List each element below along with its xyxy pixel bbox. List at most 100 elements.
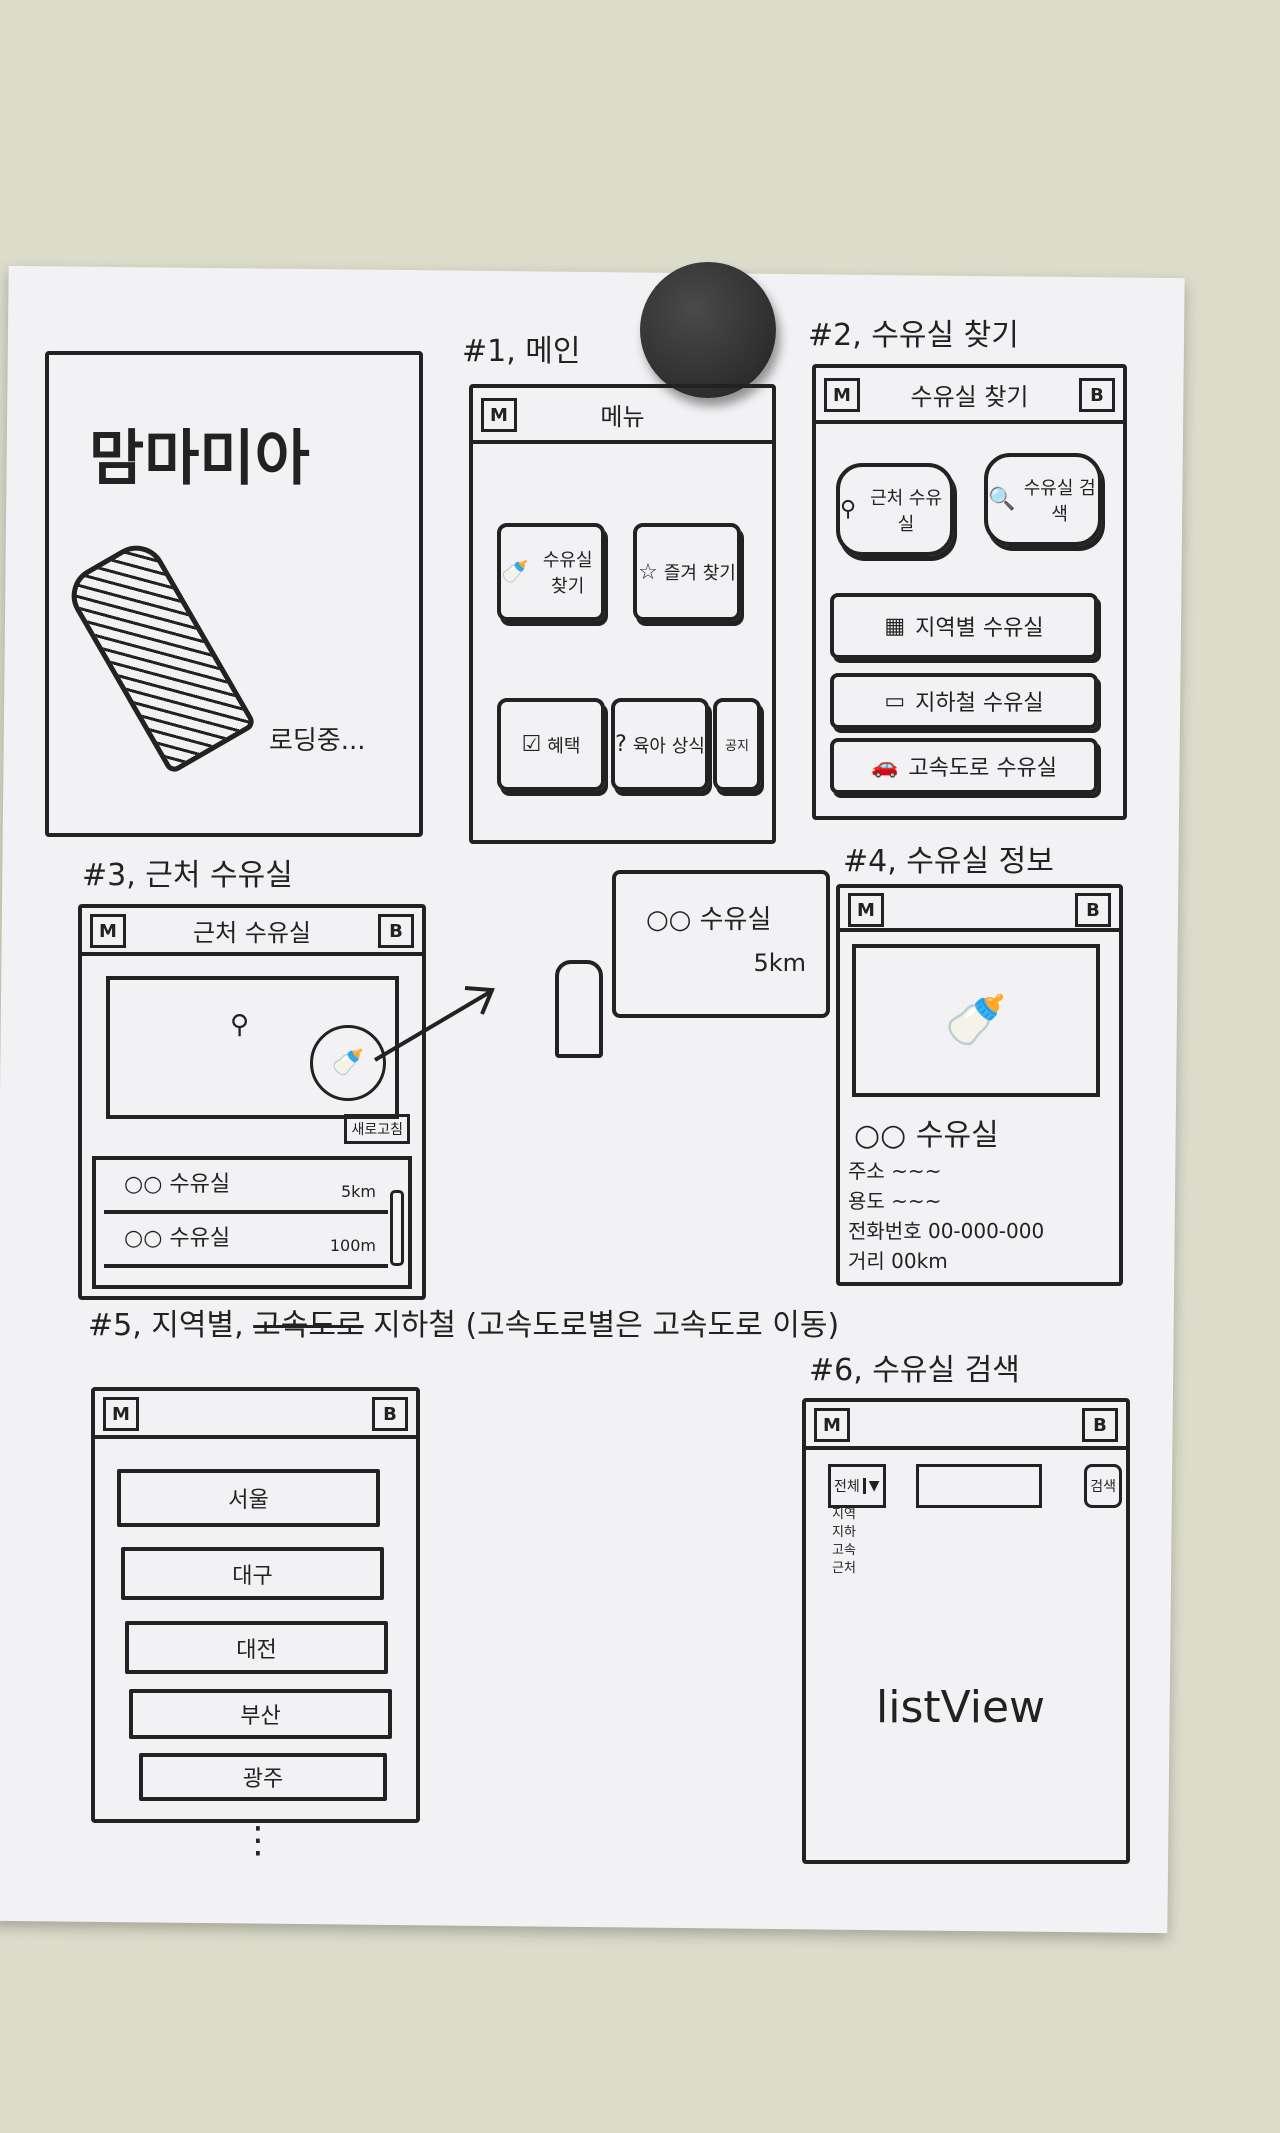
region-item-daejeon[interactable]: 대전 bbox=[125, 1621, 388, 1674]
screen3-label: #3, 근처 수유실 bbox=[82, 858, 293, 893]
gift-icon: ☑ bbox=[521, 732, 542, 757]
menu-button[interactable]: M bbox=[481, 398, 517, 432]
list-item[interactable]: ○○ 수유실 5km bbox=[104, 1160, 388, 1214]
main-screen: M 메뉴 🍼 수유실 찾기 ☆즐겨 찾기 ☑혜택 ?육아 상식 공지 bbox=[469, 384, 776, 844]
tile-notice[interactable]: 공지 bbox=[713, 698, 761, 791]
nearby-screen: M 근처 수유실 B ⚲ 🍼 새로고침 ○○ 수유실 5km ○○ 수유실 10… bbox=[78, 904, 426, 1300]
find-room-screen: M 수유실 찾기 B ⚲근처 수유실 🔍 수유실 검색 ▦ 지역별 수유실 ▭지하철… bbox=[812, 364, 1127, 820]
scrollbar[interactable] bbox=[390, 1190, 404, 1266]
callout-name: ○○ 수유실 bbox=[646, 905, 772, 935]
category-dropdown[interactable]: 전체 ▼ bbox=[828, 1464, 886, 1508]
app-logo: 맘마미아 bbox=[89, 424, 310, 494]
refresh-button[interactable]: 새로고침 bbox=[344, 1114, 410, 1144]
callout-distance: 5km bbox=[753, 949, 806, 977]
screen4-label: #4, 수유실 정보 bbox=[843, 844, 1054, 879]
back-button[interactable]: B bbox=[1075, 893, 1111, 927]
header: M 메뉴 bbox=[473, 388, 772, 444]
nearby-button[interactable]: ⚲근처 수유실 bbox=[836, 463, 954, 556]
back-button[interactable]: B bbox=[1079, 378, 1115, 412]
header-title: 수유실 찾기 bbox=[910, 382, 1029, 411]
arrow bbox=[373, 986, 495, 1062]
header: M 수유실 찾기 B bbox=[816, 368, 1123, 424]
header: M B bbox=[840, 888, 1119, 932]
highway-button[interactable]: 🚗 고속도로 수유실 bbox=[830, 738, 1098, 794]
dropdown-option[interactable]: 근처 bbox=[832, 1561, 856, 1576]
search-submit-button[interactable]: 검색 bbox=[1084, 1464, 1122, 1508]
dropdown-option[interactable]: 지하 bbox=[832, 1525, 856, 1540]
subway-icon: ▭ bbox=[884, 688, 906, 714]
room-fields: 주소 ~~~ 용도 ~~~ 전화번호 00-000-000 거리 00km bbox=[848, 1156, 1044, 1276]
region-item-busan[interactable]: 부산 bbox=[129, 1689, 392, 1739]
field-purpose: 용도 ~~~ bbox=[848, 1189, 942, 1213]
screen5-label: #5, 지역별, 고속도로 지하철 (고속도로별은 고속도로 이동) bbox=[88, 1308, 840, 1343]
header-title: 메뉴 bbox=[600, 402, 645, 431]
nursing-room-marker[interactable]: 🍼 bbox=[310, 1025, 386, 1101]
button-label: 고속도로 수유실 bbox=[908, 756, 1058, 781]
menu-button[interactable]: M bbox=[848, 893, 884, 927]
search-screen: M B 전체 ▼ 검색 지역 지하 고속 근처 listView bbox=[802, 1398, 1130, 1864]
item-distance: 5km bbox=[340, 1182, 376, 1201]
menu-button[interactable]: M bbox=[90, 914, 126, 948]
room-name: ○○ 수유실 bbox=[854, 1118, 999, 1153]
item-distance: 100m bbox=[329, 1236, 376, 1255]
field-phone: 전화번호 00-000-000 bbox=[848, 1219, 1045, 1243]
menu-button[interactable]: M bbox=[103, 1397, 139, 1431]
field-distance: 거리 00km bbox=[848, 1249, 948, 1273]
tile-label: 혜택 bbox=[547, 735, 581, 757]
screen6-label: #6, 수유실 검색 bbox=[809, 1353, 1020, 1388]
region-item-gwangju[interactable]: 광주 bbox=[139, 1753, 387, 1801]
button-label: 근처 수유실 bbox=[870, 487, 943, 535]
item-name: ○○ 수유실 bbox=[124, 1226, 231, 1251]
header: M B bbox=[95, 1391, 416, 1439]
screen1-label: #1, 메인 bbox=[462, 334, 581, 369]
tile-label: 육아 상식 bbox=[632, 735, 705, 757]
car-icon: 🚗 bbox=[870, 753, 899, 779]
region-screen: M B 서울 대구 대전 부산 광주 bbox=[91, 1387, 420, 1823]
region-button[interactable]: ▦ 지역별 수유실 bbox=[830, 593, 1098, 659]
more-indicator: ⋮ bbox=[240, 1820, 276, 1861]
tile-parenting-tips[interactable]: ?육아 상식 bbox=[611, 698, 709, 791]
tile-find-room[interactable]: 🍼 수유실 찾기 bbox=[497, 523, 605, 621]
tile-label: 공지 bbox=[725, 739, 749, 754]
back-button[interactable]: B bbox=[378, 914, 414, 948]
nearby-list: ○○ 수유실 5km ○○ 수유실 100m bbox=[92, 1156, 412, 1289]
back-button[interactable]: B bbox=[1082, 1408, 1118, 1442]
question-icon: ? bbox=[615, 732, 627, 757]
list-item[interactable]: ○○ 수유실 100m bbox=[104, 1214, 388, 1268]
magnet bbox=[640, 262, 776, 398]
building-icon: ▦ bbox=[884, 613, 906, 639]
header-title: 근처 수유실 bbox=[192, 918, 312, 947]
region-item-daegu[interactable]: 대구 bbox=[121, 1547, 384, 1600]
loading-text: 로딩중... bbox=[269, 726, 366, 756]
header: M 근처 수유실 B bbox=[82, 908, 422, 956]
room-info-screen: M B 🍼 ○○ 수유실 주소 ~~~ 용도 ~~~ 전화번호 00-000-0… bbox=[836, 884, 1123, 1286]
dropdown-option[interactable]: 고속 bbox=[832, 1543, 856, 1558]
menu-button[interactable]: M bbox=[824, 378, 860, 412]
tile-benefits[interactable]: ☑혜택 bbox=[497, 698, 605, 791]
field-address: 주소 ~~~ bbox=[848, 1159, 942, 1183]
baby-bottle-icon bbox=[60, 534, 258, 776]
button-label: 수유실 검색 bbox=[1023, 477, 1096, 525]
search-icon: 🔍 bbox=[988, 487, 1016, 512]
map-view[interactable]: ⚲ 🍼 bbox=[106, 976, 399, 1119]
region-item-seoul[interactable]: 서울 bbox=[117, 1469, 380, 1527]
dropdown-value: 전체 bbox=[834, 1479, 860, 1495]
tile-favorites[interactable]: ☆즐겨 찾기 bbox=[633, 523, 741, 621]
splash-screen: 맘마미아 로딩중... bbox=[45, 351, 423, 837]
search-button[interactable]: 🔍 수유실 검색 bbox=[984, 453, 1102, 546]
star-icon: ☆ bbox=[638, 559, 658, 585]
back-button[interactable]: B bbox=[372, 1397, 408, 1431]
search-input[interactable] bbox=[916, 1464, 1042, 1508]
header: M B bbox=[806, 1402, 1126, 1450]
menu-button[interactable]: M bbox=[814, 1408, 850, 1442]
result-list-view[interactable]: listView bbox=[876, 1682, 1046, 1733]
baby-bottle-icon: 🍼 bbox=[501, 559, 529, 585]
tile-label: 수유실 찾기 bbox=[542, 550, 593, 597]
subway-button[interactable]: ▭지하철 수유실 bbox=[830, 673, 1098, 729]
button-label: 지역별 수유실 bbox=[915, 616, 1044, 641]
dropdown-option[interactable]: 지역 bbox=[832, 1507, 856, 1522]
screen2-label: #2, 수유실 찾기 bbox=[808, 318, 1019, 353]
room-photo: 🍼 bbox=[852, 944, 1100, 1097]
location-pin-icon: ⚲ bbox=[230, 1010, 250, 1040]
marker-callout: ○○ 수유실 5km bbox=[612, 870, 830, 1018]
